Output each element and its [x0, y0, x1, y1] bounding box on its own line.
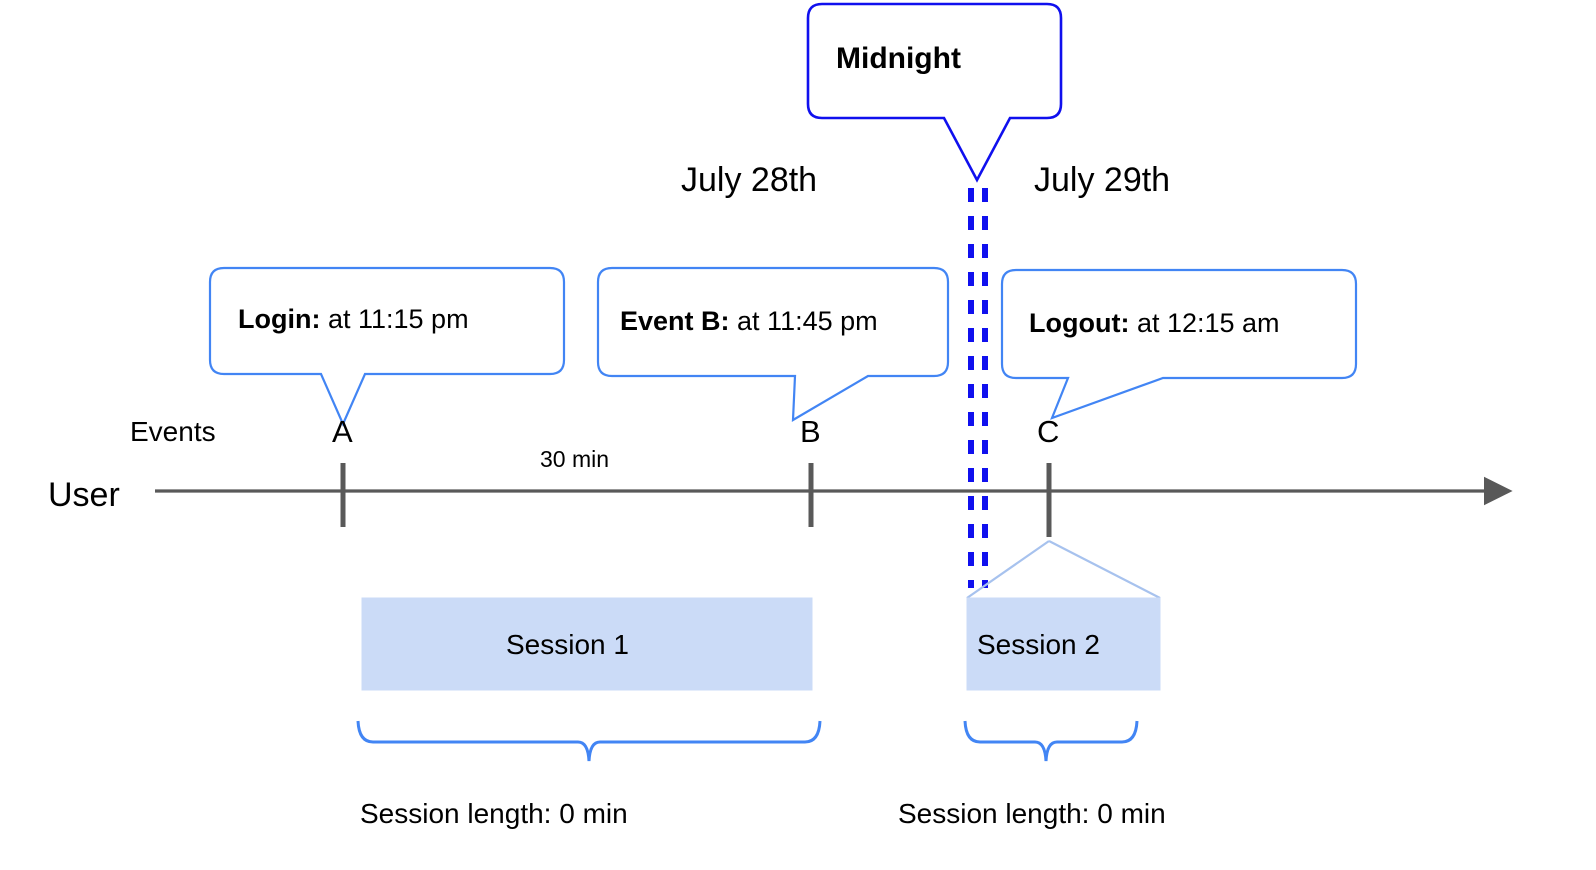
date-label-left: July 28th — [681, 161, 818, 199]
session-2-connector — [966, 540, 1161, 599]
callout-event-b-detail: at 11:45 pm — [729, 306, 878, 336]
session-2-label: Session 2 — [977, 629, 1100, 660]
session-1-brace — [356, 720, 822, 762]
callout-logout-detail: at 12:15 am — [1129, 308, 1280, 338]
session-1-bar[interactable] — [361, 597, 813, 691]
callout-login-detail: at 11:15 pm — [320, 304, 469, 334]
session-2-length-label: Session length: 0 min — [898, 798, 1166, 829]
callout-login-text: Login: at 11:15 pm — [238, 306, 469, 333]
session-1-label: Session 1 — [506, 629, 629, 660]
callout-midnight[interactable] — [806, 2, 1063, 183]
marker-label-a: A — [332, 414, 353, 449]
midnight-label: Midnight — [836, 42, 961, 75]
callout-event-b-text: Event B: at 11:45 pm — [620, 308, 878, 335]
midnight-divider — [968, 188, 988, 588]
session-2-bar[interactable] — [966, 597, 1161, 691]
date-label-right: July 29th — [1034, 161, 1171, 199]
callout-logout-text: Logout: at 12:15 am — [1029, 310, 1280, 337]
callout-logout[interactable] — [1000, 268, 1358, 420]
duration-label-a-to-b: 30 min — [540, 446, 610, 472]
callout-event-b-title: Event B: — [620, 306, 730, 336]
callout-logout-title: Logout: — [1029, 308, 1130, 338]
axis-row-label-user: User — [48, 476, 120, 514]
session-1-length-label: Session length: 0 min — [360, 798, 628, 829]
marker-label-b: B — [800, 414, 821, 449]
events-row-label: Events — [130, 416, 216, 447]
session-2-brace — [963, 720, 1139, 762]
callout-login-title: Login: — [238, 304, 321, 334]
marker-label-c: C — [1037, 414, 1060, 449]
callout-event-b[interactable] — [596, 266, 950, 422]
callout-login[interactable] — [208, 266, 566, 427]
